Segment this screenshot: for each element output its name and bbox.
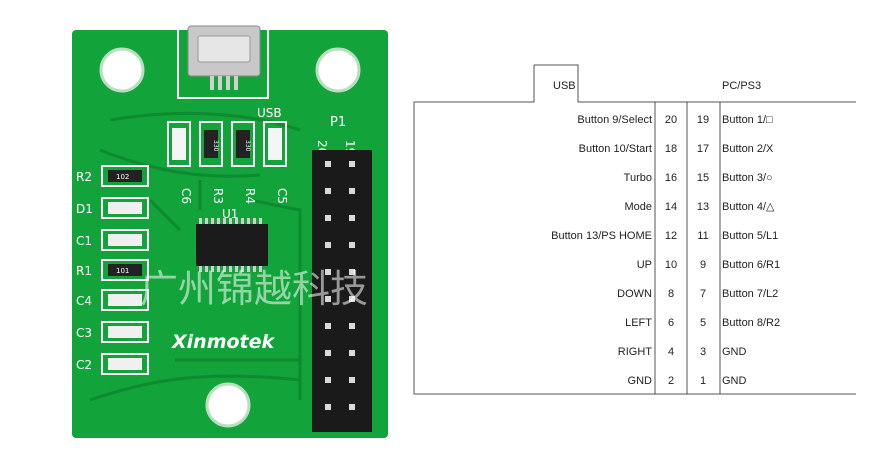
pin-label-left: Button 10/Start (579, 143, 652, 155)
pin-label-left: Button 13/PS HOME (551, 230, 652, 242)
header-pin (325, 161, 331, 167)
pin-label-left: RIGHT (618, 346, 653, 358)
left-components (101, 165, 149, 375)
usb-port-label: USB (553, 80, 576, 92)
silk-r3: R3 (211, 188, 225, 204)
pin-number-right: 9 (700, 259, 706, 271)
usb-connector (187, 25, 261, 90)
chip-u1 (196, 218, 268, 272)
pin-number-left: 10 (665, 259, 677, 271)
header-pin (349, 350, 355, 356)
header-pin (349, 323, 355, 329)
pin-number-left: 6 (668, 317, 674, 329)
usb-silk-label: USB (257, 106, 282, 120)
header-pin (349, 404, 355, 410)
silk-c3: C3 (76, 326, 92, 340)
header-pin (325, 350, 331, 356)
header-pin (325, 404, 331, 410)
pin-number-left: 4 (668, 346, 674, 358)
board-photo: USB C6 R3 R4 C5 330 330 102 101 R2 D1 C1… (0, 0, 400, 457)
silk-r2: R2 (76, 170, 92, 184)
pin-label-right: Button 7/L2 (722, 288, 778, 300)
brand-logo-text: Xinmotek (171, 331, 276, 353)
silk-c2: C2 (76, 358, 92, 372)
silk-r1: R1 (76, 264, 92, 278)
header-pin (325, 323, 331, 329)
pin-number-left: 18 (665, 143, 677, 155)
pin-label-right: Button 4/△ (722, 201, 775, 213)
silk-c5: C5 (275, 188, 289, 204)
header-pin (325, 242, 331, 248)
mounting-hole (205, 382, 251, 428)
pin-number-left: 20 (665, 114, 677, 126)
pin-number-left: 12 (665, 230, 677, 242)
pin-label-right: GND (722, 375, 747, 387)
pin-number-right: 3 (700, 346, 706, 358)
header-pin (349, 161, 355, 167)
pin-number-right: 19 (697, 114, 709, 126)
header-pin (349, 242, 355, 248)
silk-d1: D1 (76, 202, 93, 216)
resistor-mark-r2: 102 (116, 173, 129, 181)
resistor-mark-r1: 101 (116, 267, 129, 275)
top-components (167, 121, 287, 167)
mounting-hole (315, 47, 361, 93)
header-pin (325, 188, 331, 194)
pin-label-left: GND (628, 375, 653, 387)
pin-number-right: 11 (697, 230, 708, 242)
pin-header (312, 150, 372, 432)
pin-label-left: Turbo (624, 172, 652, 184)
host-label: PC/PS3 (722, 80, 761, 92)
header-pin (349, 188, 355, 194)
header-pin (325, 377, 331, 383)
header-pin (325, 215, 331, 221)
pin-number-right: 15 (697, 172, 709, 184)
pcb-traces (89, 111, 302, 402)
pin-number-right: 5 (700, 317, 706, 329)
pin-label-left: UP (637, 259, 652, 271)
header-pin (349, 215, 355, 221)
pin-number-left: 16 (665, 172, 677, 184)
pin-label-right: Button 1/□ (722, 114, 773, 126)
header-pin (349, 377, 355, 383)
mounting-hole (99, 47, 145, 93)
resistor-mark-r4: 330 (244, 140, 251, 152)
header-pin (325, 269, 331, 275)
pin-number-right: 1 (700, 375, 706, 387)
pin-label-right: Button 8/R2 (722, 317, 780, 329)
pin-label-right: Button 5/L1 (722, 230, 778, 242)
silk-c1: C1 (76, 234, 92, 248)
pin-label-left: Mode (624, 201, 652, 213)
pin-number-right: 17 (697, 143, 709, 155)
pin-label-left: DOWN (617, 288, 652, 300)
pin-number-left: 8 (668, 288, 674, 300)
watermark: 广州锦越科技 (140, 267, 368, 311)
header-pin (349, 296, 355, 302)
pin-number-right: 13 (697, 201, 709, 213)
pin-label-right: Button 6/R1 (722, 259, 780, 271)
silk-u1: U1 (222, 207, 238, 221)
silk-c6: C6 (179, 188, 193, 204)
pin-label-left: LEFT (625, 317, 652, 329)
resistor-mark-r3: 330 (212, 140, 219, 152)
pin-number-left: 14 (665, 201, 677, 213)
silk-p1: P1 (330, 115, 346, 130)
pin-number-left: 2 (668, 375, 674, 387)
silk-r4: R4 (243, 188, 257, 204)
pin-number-right: 7 (700, 288, 706, 300)
pin-label-right: GND (722, 346, 747, 358)
pin-label-left: Button 9/Select (577, 114, 652, 126)
header-pin (325, 296, 331, 302)
pin-label-right: Button 2/X (722, 143, 774, 155)
silk-c4: C4 (76, 294, 92, 308)
pin-label-right: Button 3/○ (722, 172, 773, 184)
pin-column-right (686, 101, 721, 395)
header-pin (349, 269, 355, 275)
